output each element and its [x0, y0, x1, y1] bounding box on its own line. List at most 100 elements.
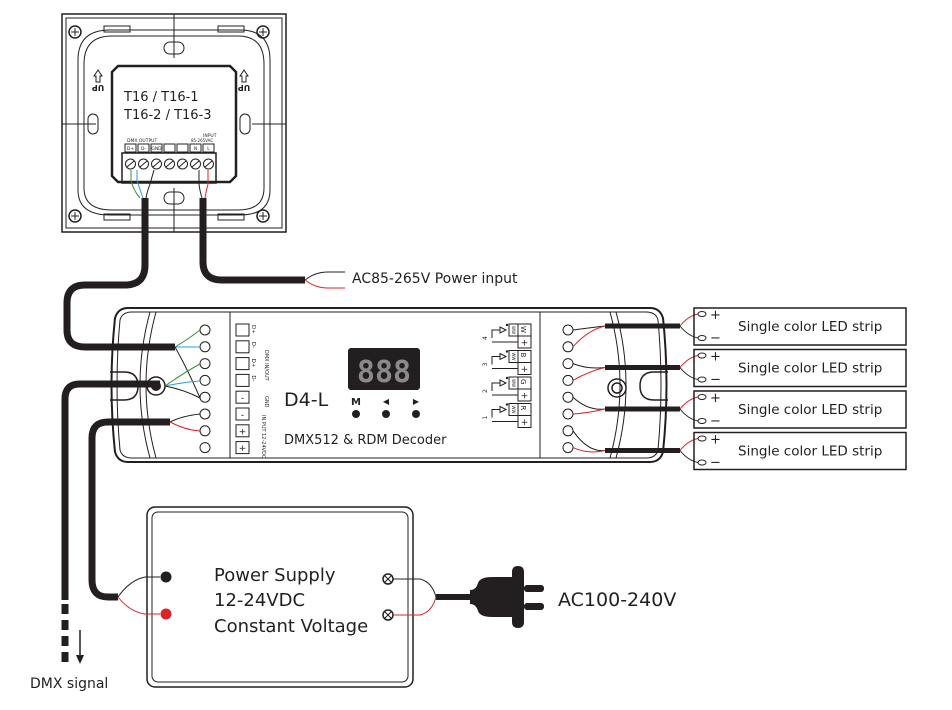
led-icon — [499, 352, 508, 361]
button-m-label: M — [351, 397, 361, 408]
up-label: UP — [92, 83, 104, 92]
arrow-down-icon — [76, 630, 84, 664]
terminal-polarity: - — [241, 411, 244, 421]
panel-terminal-label: N — [194, 146, 197, 152]
led-strip-box — [693, 390, 907, 429]
decoder-model: D4-L — [284, 389, 329, 411]
button-left[interactable] — [382, 410, 390, 418]
terminal-screw — [199, 442, 211, 454]
solder-pad-icon — [697, 459, 707, 466]
screw-terminal-icon — [164, 158, 175, 170]
dmx-inout-label: DMX IN/OUT — [263, 350, 269, 382]
color-label: R — [519, 406, 527, 411]
terminal-polarity: + — [239, 444, 247, 454]
strip-minus: − — [710, 456, 721, 471]
screw-terminal-icon — [190, 158, 201, 170]
gnd-label: GND — [263, 396, 269, 408]
terminal-label-box — [235, 357, 250, 371]
terminal-screw — [199, 374, 211, 386]
input-label: INPUT — [203, 133, 217, 139]
mounting-slot — [110, 371, 139, 401]
led-strip: +−Single color LED strip — [693, 390, 907, 429]
button-m[interactable] — [352, 410, 360, 418]
dmx-output-label: DMX OUTPUT — [127, 138, 157, 144]
up-label: UP — [238, 83, 250, 92]
led-display — [348, 348, 420, 390]
panel-terminal-label: GND — [151, 146, 162, 152]
led-strip: +−Single color LED strip — [693, 307, 907, 346]
power-supply-inner — [151, 511, 409, 683]
strip-plus: + — [710, 308, 721, 323]
terminal-label: D- — [250, 342, 256, 348]
ww-label: WW — [511, 326, 516, 334]
strip-minus: − — [710, 373, 721, 388]
led-strips: +−Single color LED strip+−Single color L… — [693, 307, 907, 471]
panel-terminal-label: D- — [141, 146, 146, 152]
ac-plug-label: AC100-240V — [558, 589, 676, 611]
terminal-polarity: - — [241, 394, 244, 404]
strip-label: Single color LED strip — [738, 361, 882, 377]
strip-label: Single color LED strip — [738, 444, 882, 460]
strip-plus: + — [710, 391, 721, 406]
terminal-screw — [562, 324, 574, 336]
terminal-screw — [199, 358, 211, 370]
led-strip: +−Single color LED strip — [693, 348, 907, 388]
terminal-screw — [199, 341, 211, 353]
panel-terminal-label-box — [150, 143, 163, 153]
panel-terminal-label-box — [137, 143, 150, 153]
led-strip-box — [693, 348, 907, 388]
terminal-screw — [199, 324, 211, 336]
panel-back-box — [110, 64, 238, 184]
terminal-label-box — [235, 441, 250, 455]
plus-label: + — [521, 365, 529, 375]
button-right[interactable] — [412, 410, 420, 418]
panel-terminal-label-box — [202, 143, 215, 153]
terminal-label-box — [235, 390, 250, 404]
dmx-cable-out — [61, 380, 160, 600]
terminal-screw — [199, 391, 211, 403]
psu-line-2: 12-24VDC — [214, 590, 305, 611]
terminal-label-box — [235, 407, 250, 421]
led-strip: +−Single color LED strip — [693, 431, 907, 471]
terminal-label: D- — [250, 375, 256, 381]
solder-pad-icon — [697, 352, 707, 359]
mounting-slot — [163, 41, 185, 55]
terminal-label: D+ — [250, 325, 256, 334]
ac-power-cable — [199, 198, 305, 284]
terminal-label-box — [235, 424, 250, 438]
color-label: W — [519, 326, 527, 333]
panel-terminal-block — [121, 152, 217, 184]
led-icon — [499, 405, 508, 414]
decoder-d4l: D+D-D+D---++ DMX IN/OUT GND IN PUT 12-24… — [110, 307, 668, 463]
cable-grommet — [607, 378, 627, 398]
up-arrow-icon — [93, 69, 103, 83]
led-strip-box — [693, 431, 907, 471]
ac-terminal-icon — [382, 573, 394, 585]
terminal-label-box — [235, 340, 250, 354]
mounting-slot — [163, 191, 185, 205]
decoder-housing — [110, 307, 668, 463]
wall-panel: UP UP T16 / T16-1 T16-2 / T16-3 DMX OUTP… — [61, 13, 287, 233]
color-label: G — [519, 379, 527, 384]
screw-terminal-icon — [151, 158, 162, 170]
panel-terminal-label-box — [176, 143, 189, 153]
panel-rounded-bezel — [77, 29, 271, 216]
screw-icon — [256, 25, 270, 39]
ac-plug-icon — [470, 566, 544, 628]
terminal-screw — [562, 442, 574, 454]
dmx-signal-label: DMX signal — [30, 676, 108, 692]
channel-number: 2 — [482, 389, 489, 393]
terminal-screw — [562, 358, 574, 370]
channel-number: 1 — [482, 416, 489, 420]
dc-positive-terminal — [160, 608, 172, 620]
ac-terminal-icon — [382, 609, 394, 621]
up-arrow-icon — [239, 69, 249, 83]
dc-power-cable — [88, 418, 170, 601]
strip-label: Single color LED strip — [738, 402, 882, 418]
led-strip-box — [693, 307, 907, 346]
terminal-label: D+ — [250, 359, 256, 368]
